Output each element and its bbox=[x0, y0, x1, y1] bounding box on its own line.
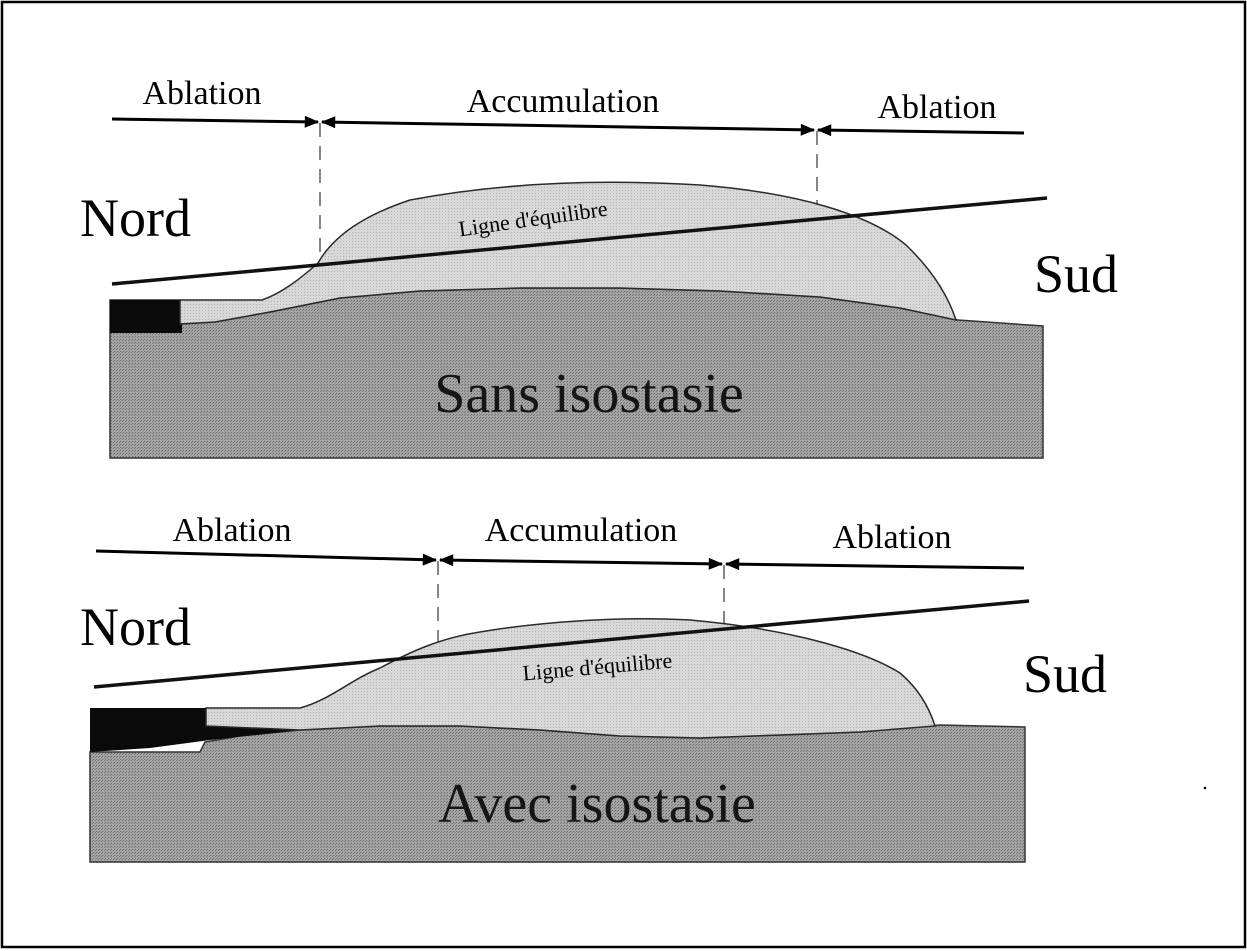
zone-label-ablation-north: Ablation bbox=[143, 75, 262, 112]
ablation-south-arrow bbox=[816, 124, 1025, 137]
zone-label-ablation-south: Ablation bbox=[833, 519, 952, 556]
south-label: Sud bbox=[1034, 244, 1118, 304]
panel-sans-isostasie: Ablation Accumulation Ablation Nord Sud … bbox=[80, 75, 1118, 459]
accumulation-double-arrow bbox=[320, 116, 816, 136]
north-label: Nord bbox=[80, 188, 191, 248]
ablation-north-arrow bbox=[95, 549, 438, 566]
panel-title-sans-isostasie: Sans isostasie bbox=[434, 363, 744, 425]
black-block bbox=[90, 708, 300, 752]
panel-avec-isostasie: Ablation Accumulation Ablation Nord Sud … bbox=[80, 512, 1107, 863]
accumulation-double-arrow bbox=[438, 554, 724, 570]
equilibrium-line bbox=[93, 599, 1030, 689]
ablation-north-arrow bbox=[111, 115, 320, 128]
ablation-south-arrow bbox=[724, 558, 1025, 571]
ice-sheet bbox=[205, 618, 936, 739]
ice-sheet bbox=[179, 181, 958, 325]
zone-label-accumulation: Accumulation bbox=[467, 83, 660, 120]
stray-dot bbox=[1203, 786, 1207, 790]
panel-title-avec-isostasie: Avec isostasie bbox=[438, 773, 756, 835]
south-label: Sud bbox=[1023, 644, 1107, 704]
zone-label-accumulation: Accumulation bbox=[485, 512, 678, 549]
zone-label-ablation-south: Ablation bbox=[878, 89, 997, 126]
zone-label-ablation-north: Ablation bbox=[173, 512, 292, 549]
north-label: Nord bbox=[80, 597, 191, 657]
black-block bbox=[110, 300, 182, 333]
equilibrium-line bbox=[111, 196, 1048, 286]
